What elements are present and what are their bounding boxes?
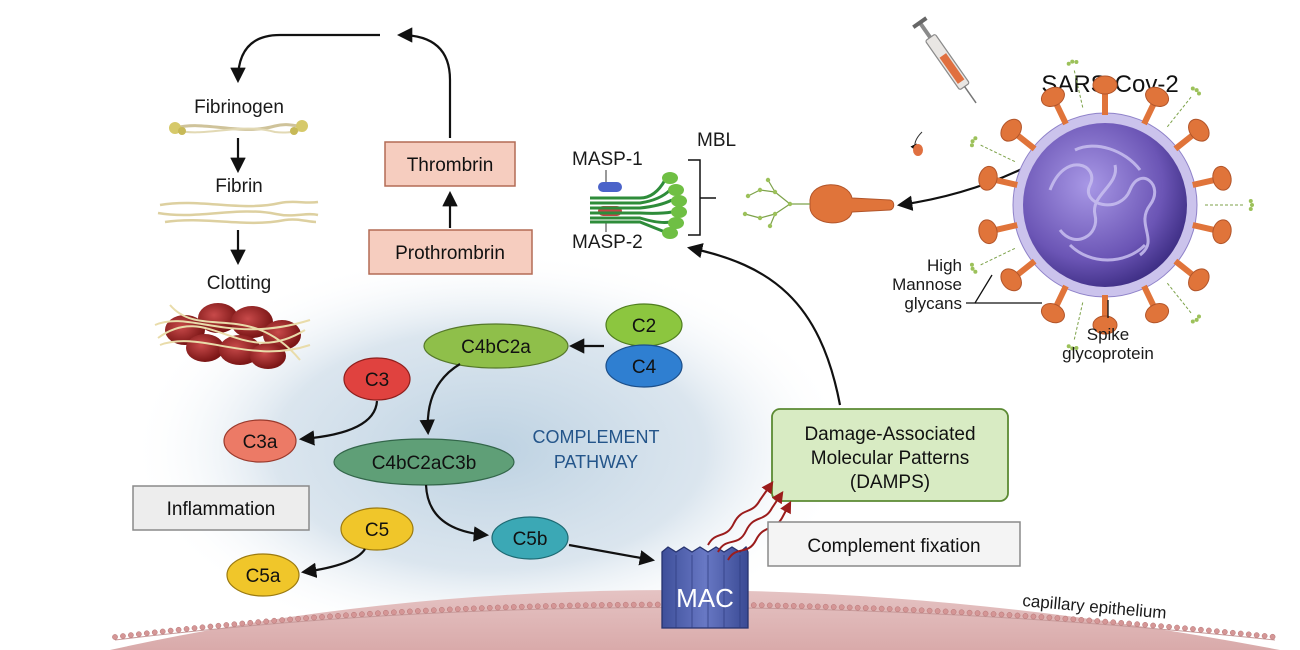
c3a-node <box>223 419 297 463</box>
c4bc2a-node <box>423 323 569 369</box>
thrombrin-label: Thrombrin <box>407 155 494 176</box>
inflammation-box <box>132 485 310 531</box>
c5b-label: C5b <box>513 529 548 550</box>
detached-spike-icon <box>742 177 895 229</box>
complement-pathway-label-line2: PATHWAY <box>554 452 638 472</box>
c5a-node <box>226 553 300 597</box>
clot-icon <box>154 303 311 369</box>
syringe-icon <box>912 16 977 104</box>
damps-line1: Damage-Associated <box>804 424 975 445</box>
mac-pore-icon <box>661 545 749 629</box>
c5-node <box>340 507 414 551</box>
mac-label: MAC <box>676 583 734 613</box>
mbl-label: MBL <box>697 130 736 151</box>
fibrinogen-icon <box>169 120 308 135</box>
prothrombrin-box <box>368 229 533 275</box>
damps-line2: Molecular Patterns <box>811 448 969 469</box>
thrombrin-to-fibrinogen-arrow <box>230 33 380 84</box>
c5b-node <box>491 516 569 560</box>
c3-node <box>343 357 411 401</box>
masp2-label: MASP-2 <box>572 232 643 253</box>
glycoprotein-label: glycoprotein <box>1062 344 1154 363</box>
c4-node <box>605 344 683 388</box>
complement-fixation-box <box>767 521 1021 567</box>
c4bc2a-label: C4bC2a <box>461 337 531 358</box>
masp1-label: MASP-1 <box>572 149 643 170</box>
damps-box <box>771 408 1009 502</box>
c4bc2ac3b-label: C4bC2aC3b <box>372 453 477 474</box>
clotting-label: Clotting <box>207 273 271 294</box>
sars-cov-2-virus-icon <box>969 59 1254 351</box>
c4bc2ac3b-node <box>333 438 515 486</box>
prothrombrin-label: Prothrombrin <box>395 243 505 264</box>
fibrinogen-label: Fibrinogen <box>194 97 284 118</box>
spike-label: Spike <box>1087 325 1130 344</box>
c4-label: C4 <box>632 357 657 378</box>
glycans-label: glycans <box>904 294 962 313</box>
mbl-complex-icon <box>590 159 716 239</box>
mannose-label: Mannose <box>892 275 962 294</box>
c2-label: C2 <box>632 316 656 337</box>
c5-label: C5 <box>365 520 389 541</box>
damps-line3: (DAMPS) <box>850 472 930 493</box>
fibrin-icon <box>157 200 319 225</box>
fibrin-label: Fibrin <box>215 176 263 197</box>
c5a-label: C5a <box>246 566 281 587</box>
high-label: High <box>927 256 962 275</box>
c3a-label: C3a <box>243 432 278 453</box>
thrombrin-feedback-arrow <box>396 27 452 138</box>
thrombrin-box <box>384 141 516 187</box>
complement-pathway-label-line1: COMPLEMENT <box>532 427 659 447</box>
complement-fixation-label: Complement fixation <box>807 536 980 557</box>
inflammation-label: Inflammation <box>167 499 276 520</box>
c3-label: C3 <box>365 370 389 391</box>
damps-to-mbl-arrow <box>686 243 842 406</box>
